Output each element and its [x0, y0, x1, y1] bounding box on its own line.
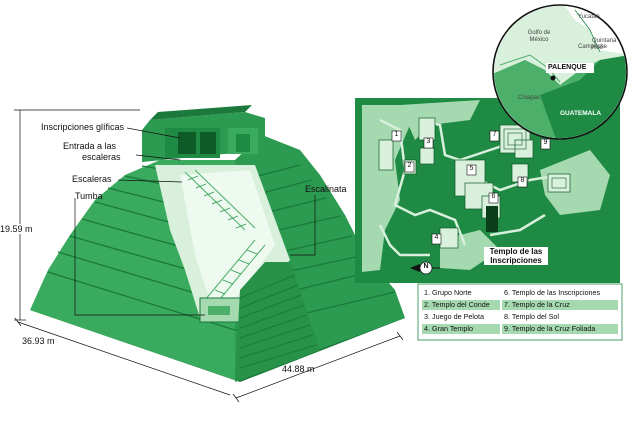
map-number-8: 8: [520, 177, 525, 184]
front-staircase: [235, 262, 320, 382]
dimension-width: 44.88 m: [282, 364, 315, 374]
inset-map: [492, 4, 628, 140]
map-number-3: 3: [426, 138, 431, 145]
inset-label-palenque: PALENQUE: [548, 64, 587, 71]
label-entrance-line2: escaleras: [82, 152, 121, 162]
highlight-label-line2: Inscripciones: [490, 256, 542, 265]
legend-item-1: 1. Grupo Norte: [424, 288, 472, 297]
legend-item-8: 8. Templo del Sol: [504, 312, 560, 321]
inscriptions-temple-marker: [486, 206, 498, 232]
inset-label-yucatan: Yucatán: [578, 14, 600, 20]
label-staircase: Escalinata: [305, 184, 347, 194]
map-number-9: 9: [543, 139, 548, 146]
legend-item-4: 4. Gran Templo: [422, 324, 500, 334]
legend-item-3: 3. Juego de Pelota: [424, 312, 484, 321]
highlight-label-line1: Templo de las: [489, 247, 543, 256]
map-number-5: 5: [469, 165, 474, 172]
palenque-dot: [550, 75, 556, 81]
label-stairs: Escaleras: [72, 174, 112, 184]
legend-item-7: 7. Templo de la Cruz: [502, 300, 618, 310]
map-number-6: 6: [491, 193, 496, 200]
map-number-2: 2: [407, 162, 412, 169]
label-tomb: Tumba: [75, 191, 103, 201]
dimension-height: 19.59 m: [0, 224, 33, 234]
map-number-7: 7: [492, 131, 497, 138]
label-inscriptions: Inscripciones glíficas: [41, 122, 125, 132]
compass-label: N: [423, 263, 429, 270]
label-entrance-line1: Entrada a las: [63, 141, 117, 151]
leader-lines: [14, 109, 404, 403]
legend-item-6: 6. Templo de las Inscripciones: [504, 288, 601, 297]
inset-label-guatemala: GUATEMALA: [560, 110, 602, 117]
legend-item-2: 2. Templo del Conde: [422, 300, 500, 310]
legend-item-9: 9. Templo de la Cruz Foliada: [502, 324, 618, 334]
highlight-label: Templo de las Inscripciones: [484, 247, 548, 265]
inset-label-gulf: Golfo de México: [527, 30, 551, 43]
inset-label-campeche: Campeche: [578, 44, 608, 50]
map-number-1: 1: [394, 131, 399, 138]
pyramid-illustration: [30, 105, 405, 382]
inset-label-quintana: Quintana Roo: [592, 38, 617, 51]
inset-label-chiapas: Chiapas: [518, 95, 541, 101]
dimension-depth: 36.93 m: [22, 336, 55, 346]
map-number-4: 4: [434, 234, 439, 241]
